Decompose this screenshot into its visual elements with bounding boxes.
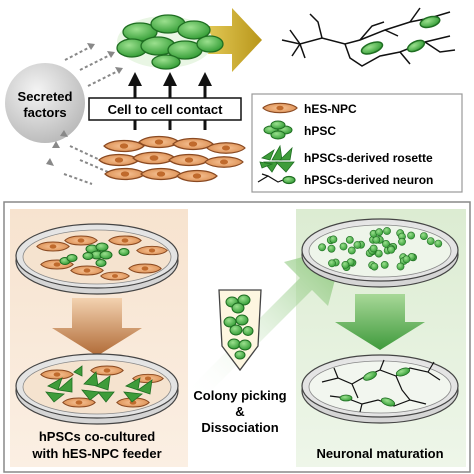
hpsc-dot [327,244,336,253]
text-layer: Secreted factors Cell to cell contact hE… [18,89,444,461]
hpsc-dot [402,255,411,264]
hpsc-dot [345,235,354,244]
hpsc-dot [398,237,406,246]
hpsc-colony [116,14,224,70]
legend-label-rosette: hPSCs-derived rosette [304,151,433,165]
secreted-factors-line-2: factors [23,105,66,120]
transfer-arrow [190,246,344,400]
right-down-arrow [335,294,425,350]
hpsc-dot [434,239,443,248]
hpsc-dot [353,241,362,249]
legend [251,93,463,193]
right-caption: Neuronal maturation [316,446,443,461]
contact-label: Cell to cell contact [108,102,224,117]
hpsc-dots [318,227,443,271]
hpsc-dot [380,260,389,269]
hpsc-dot [387,245,396,254]
contact-box [88,97,242,121]
legend-label-hpsc: hPSC [304,124,336,138]
legend-label-neuron: hPSCs-derived neuron [304,173,433,187]
hpsc-dot [328,259,336,268]
secreted-factors-line-1: Secreted [18,89,73,104]
hpsc-dot [318,243,326,252]
bottom-panel [3,201,471,473]
middle-caption-line-2: & [235,404,244,419]
hpsc-dot [339,242,348,251]
hpsc-dot [419,232,428,240]
middle-caption-line-1: Colony picking [193,388,286,403]
coculture-dish-bottom [15,353,179,425]
hpsc-dot [347,246,356,255]
neuron-dish [301,354,459,424]
hpsc-dot [369,244,378,253]
hpsc-dot [383,227,391,235]
rosette-icon [259,144,295,173]
neuron-network [281,7,456,67]
middle-caption-line-3: Dissociation [201,420,278,435]
legend-label-npc: hES-NPC [304,102,357,116]
npc-cell-icon [262,102,298,114]
coculture-dish-top [15,223,179,295]
hpsc-dot [396,262,405,271]
left-caption-line-1: hPSCs co-cultured [39,429,155,444]
hpsc-colony-icon [263,120,293,140]
hpsc-dot [370,262,379,271]
secretion-arrowheads [46,43,123,166]
hpsc-dish [301,218,459,288]
secreted-factors-ball [5,63,85,143]
hpsc-dot [426,237,435,245]
secretion-arrows [63,45,121,185]
hpsc-dot [382,239,390,248]
neuron-icon [257,173,296,185]
top-panel [5,7,463,193]
hpsc-dot [407,231,415,240]
hpsc-dot [341,260,350,269]
npc-feeder-layer [98,135,246,183]
left-caption-line-2: with hES-NPC feeder [31,446,161,461]
hpsc-dot [329,235,338,244]
hpsc-dot [375,228,384,237]
dissociation-tube [218,289,262,372]
left-down-arrow [52,298,142,356]
